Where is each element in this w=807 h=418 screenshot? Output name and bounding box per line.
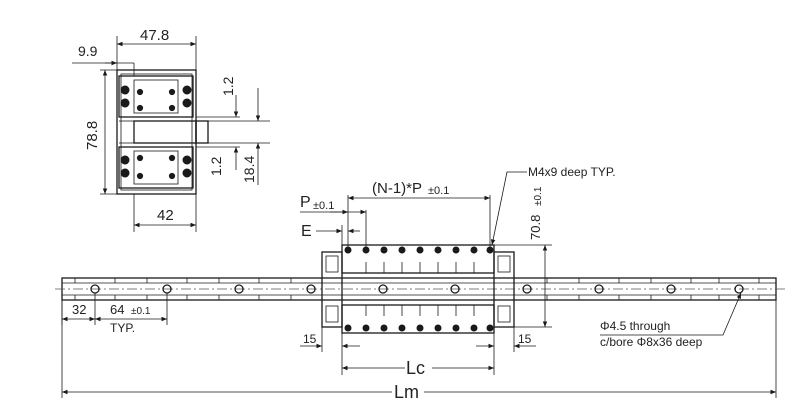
end-view-bottom-block	[118, 146, 194, 189]
carriage-right-endcap	[493, 251, 515, 328]
carriage-bolts-top	[344, 246, 494, 254]
dim-42: 42	[157, 207, 174, 224]
dim-18-4: 18.4	[241, 156, 257, 183]
dim-64: 64	[110, 302, 124, 317]
tol-n1p: ±0.1	[428, 185, 449, 197]
leader-m4	[490, 171, 527, 246]
rail	[55, 277, 785, 301]
dim-lm: Lm	[394, 382, 419, 402]
end-view-bolts	[120, 85, 192, 180]
dim-78-8: 78.8	[84, 121, 101, 150]
rail-ticks	[74, 278, 760, 300]
dim-32: 32	[72, 302, 86, 317]
carriage-bottom-block	[341, 304, 495, 334]
end-view-bottom-cap	[133, 150, 179, 185]
carriage-bolts-bottom	[344, 324, 494, 332]
end-view: 47.8 9.9 78.8 42 1.2 1.2 18.4	[72, 27, 270, 232]
end-view-rail-tab	[195, 120, 209, 144]
end-view-rail-section	[133, 120, 197, 144]
dim-1-2-bottom: 1.2	[208, 156, 224, 176]
dim-1-2-top: 1.2	[220, 76, 236, 96]
dim-15-right: 15	[518, 332, 532, 346]
carriage-thread-lines	[365, 262, 475, 316]
dim-9-9: 9.9	[78, 43, 98, 59]
end-view-inner-outline	[120, 73, 193, 191]
tol-64: ±0.1	[131, 306, 151, 317]
tol-p: ±0.1	[313, 200, 334, 212]
dim-70-8: 70.8	[528, 215, 543, 240]
note-hole-2: c/bore Φ8x36 deep	[600, 335, 703, 349]
dim-15-left: 15	[303, 332, 317, 346]
leader-hole	[600, 292, 742, 336]
rail-holes	[90, 284, 744, 294]
dim-47-8: 47.8	[140, 27, 169, 44]
end-view-top-block	[118, 75, 194, 118]
carriage-top-block	[341, 244, 495, 274]
dim-e: E	[301, 223, 312, 240]
end-view-top-cap	[133, 79, 179, 114]
dim-p: P	[300, 194, 311, 211]
carriage-left-endcap	[321, 251, 343, 328]
tol-70-8: ±0.1	[533, 186, 544, 206]
dim-n1p: (N-1)*P	[372, 180, 422, 197]
dim-lc: Lc	[406, 358, 425, 378]
note-hole-1: Φ4.5 through	[600, 319, 670, 333]
note-m4: M4x9 deep TYP.	[528, 165, 616, 179]
typ-label: TYP.	[110, 321, 135, 335]
